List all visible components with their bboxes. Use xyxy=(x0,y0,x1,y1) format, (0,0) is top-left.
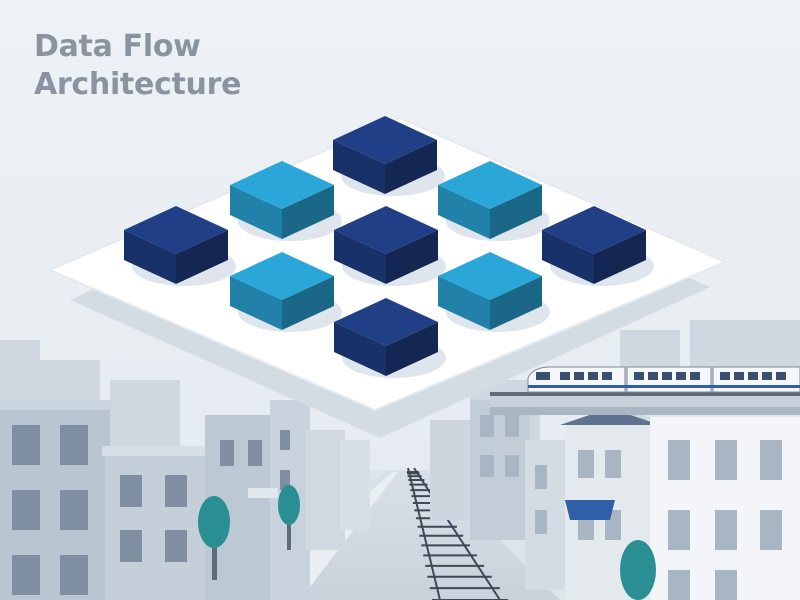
node-right-face xyxy=(386,230,438,284)
building xyxy=(525,440,570,590)
node-left-face xyxy=(333,140,385,194)
data-nodes xyxy=(124,116,654,378)
node-right xyxy=(542,206,654,286)
tree xyxy=(620,540,656,600)
building xyxy=(470,400,530,540)
tree xyxy=(198,496,230,580)
right-buildings xyxy=(430,400,800,600)
building xyxy=(305,430,345,550)
node-left-face xyxy=(334,322,386,376)
title-block: Data Flow Architecture xyxy=(34,28,334,104)
node-center xyxy=(334,206,446,286)
node-top-face xyxy=(124,206,228,254)
node-top-face xyxy=(542,206,646,254)
node-left-face xyxy=(334,230,386,284)
node-left-face xyxy=(438,276,490,330)
node-upper-right xyxy=(438,161,550,241)
node-top-face xyxy=(438,161,542,209)
node-right-face xyxy=(282,276,334,330)
node-left-face xyxy=(230,276,282,330)
elevated-railway xyxy=(490,392,800,415)
building xyxy=(340,440,370,530)
node-left xyxy=(124,206,236,286)
node-top-face xyxy=(334,298,438,346)
node-right-face xyxy=(490,276,542,330)
train xyxy=(527,366,800,393)
left-buildings xyxy=(0,400,370,600)
node-top-face xyxy=(333,116,437,164)
building xyxy=(430,420,470,520)
node-left-face xyxy=(438,185,490,239)
awning xyxy=(565,500,615,520)
building xyxy=(105,450,205,600)
node-top-face xyxy=(230,252,334,300)
node-upper-left xyxy=(230,161,342,241)
node-top-face xyxy=(438,252,542,300)
page-title-line-1: Data Flow xyxy=(34,29,201,64)
railway-track xyxy=(406,467,508,600)
node-left-face xyxy=(124,230,176,284)
node-lower-right xyxy=(438,252,550,332)
node-right-face xyxy=(385,140,437,194)
node-right-face xyxy=(594,230,646,284)
node-right-face xyxy=(176,230,228,284)
node-bottom xyxy=(334,298,446,378)
page-title-line-2: Architecture xyxy=(34,67,242,102)
node-right-face xyxy=(282,185,334,239)
node-left-face xyxy=(542,230,594,284)
node-right-face xyxy=(386,322,438,376)
node-top-face xyxy=(230,161,334,209)
node-top-face xyxy=(334,206,438,254)
node-lower-left xyxy=(230,252,342,332)
node-right-face xyxy=(490,185,542,239)
node-top xyxy=(333,116,445,196)
tree xyxy=(278,485,300,550)
node-left-face xyxy=(230,185,282,239)
